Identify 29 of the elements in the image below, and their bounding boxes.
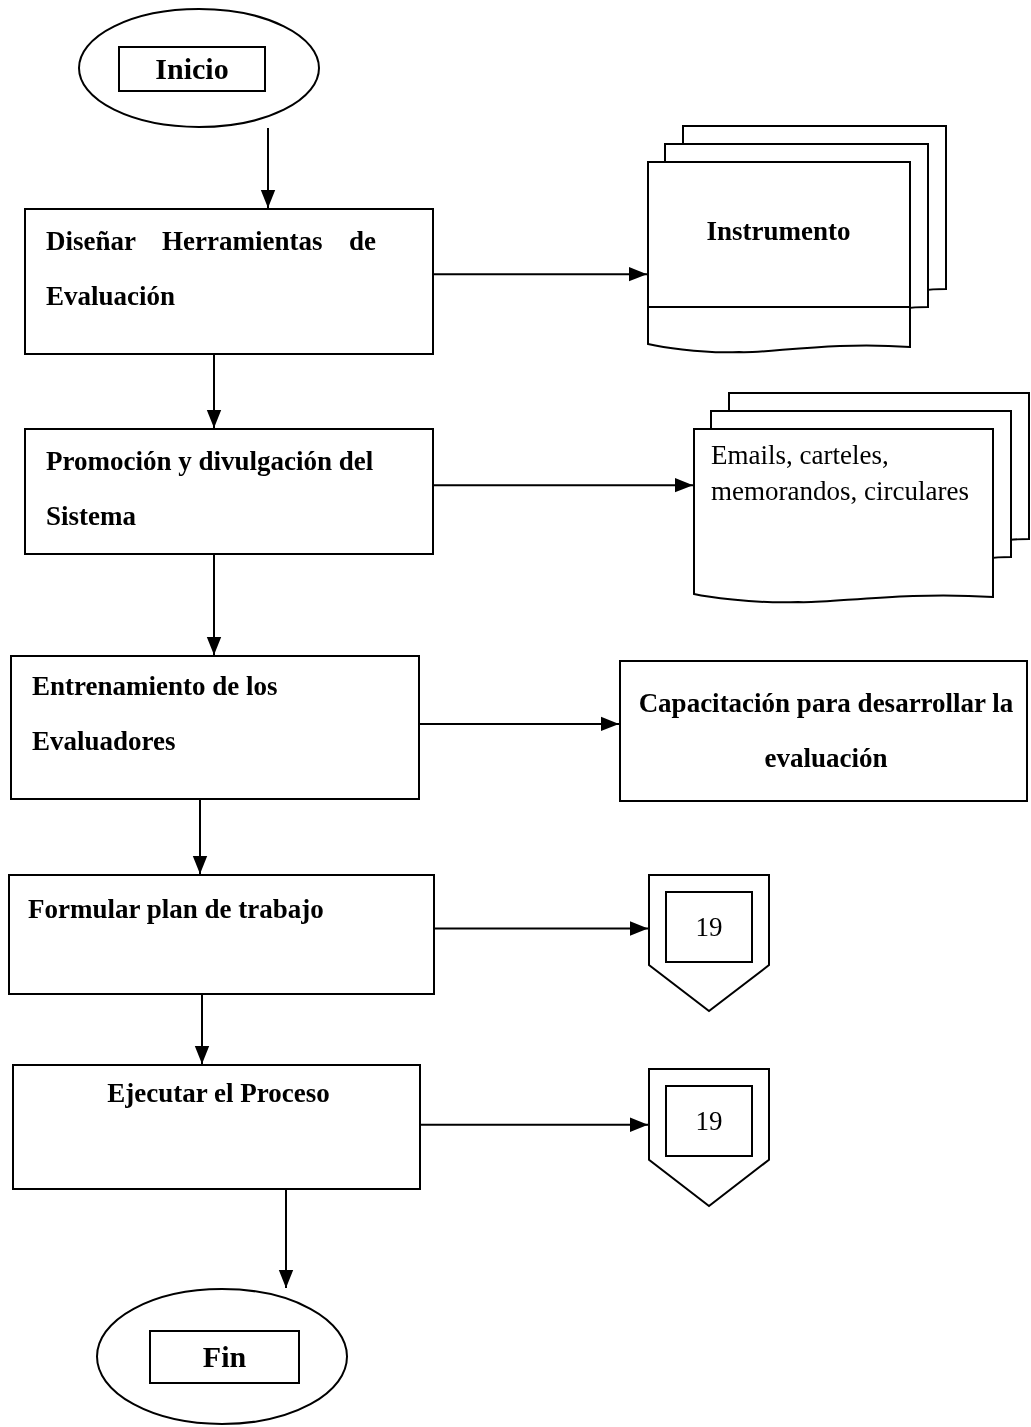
node-text: Entrenamiento de los Evaluadores — [32, 670, 279, 758]
process-box — [10, 655, 420, 800]
arrow — [433, 477, 694, 493]
arrow — [206, 554, 222, 656]
node-text: Promoción y divulgación del Sistema — [46, 445, 375, 533]
arrow — [420, 1117, 649, 1132]
node-text: Emails, carteles, memorandos, circulares — [711, 439, 970, 508]
process-box — [8, 874, 435, 995]
process-box — [619, 660, 1028, 802]
arrow — [194, 994, 210, 1065]
node-text: Instrumento — [705, 215, 852, 248]
node-text: Ejecutar el Proceso — [106, 1077, 331, 1110]
framed-label: 19 — [665, 891, 753, 963]
node-text: Capacitación para desarrollar la evaluación — [637, 687, 1015, 775]
arrow — [419, 716, 620, 732]
arrow — [260, 127, 276, 209]
arrow — [433, 266, 648, 282]
framed-label: Inicio — [118, 46, 266, 92]
process-box — [24, 208, 434, 355]
arrow — [206, 354, 222, 429]
process-box — [12, 1064, 421, 1190]
node-text: Diseñar Herramientas de Evaluación — [46, 225, 376, 313]
arrow — [192, 799, 208, 875]
arrow — [434, 921, 649, 936]
arrow — [278, 1189, 294, 1289]
framed-label: 19 — [665, 1085, 753, 1157]
process-box — [24, 428, 434, 555]
framed-label: Fin — [149, 1330, 300, 1384]
node-text: Formular plan de trabajo — [28, 893, 325, 926]
